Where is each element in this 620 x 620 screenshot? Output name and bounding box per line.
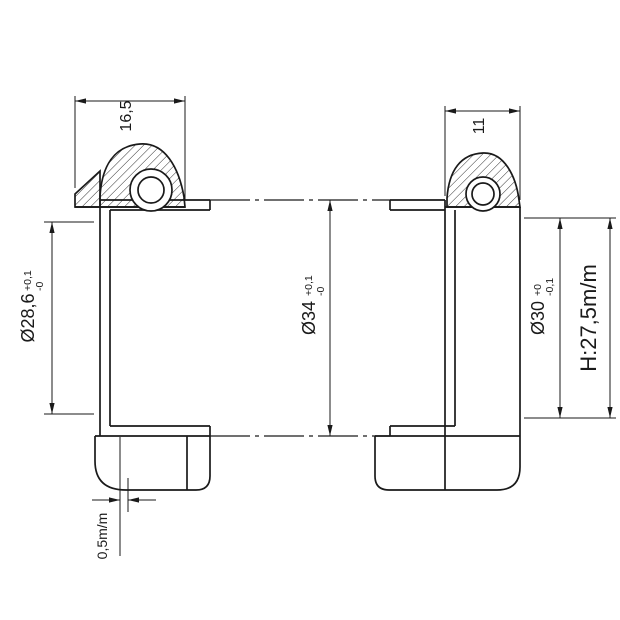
part-section — [74, 143, 521, 491]
head-tube-phantom-lines — [210, 199, 390, 437]
dimension-labels: 16,5 11 Ø28,6 +0,1 -0 Ø34 +0,1 -0 Ø30 +0… — [18, 100, 601, 559]
compression-ring-section — [74, 169, 101, 208]
dimension-lines — [44, 96, 616, 556]
lower-cup-body-lines — [375, 199, 521, 490]
lower-bearing-ball — [471, 182, 495, 206]
dim-steerer-bore-tol-lower: -0 — [34, 282, 46, 291]
dim-press-taper: 0,5m/m — [94, 513, 110, 560]
upper-cup-body-lines — [75, 199, 211, 437]
dim-crown-seat-bore-tol-lower: -0,1 — [544, 278, 556, 296]
dim-steerer-bore-value: Ø28,6 — [18, 293, 38, 342]
dim-crown-seat-bore-tol-upper: +0 — [532, 284, 544, 296]
dim-head-tube-bore-tol-lower: -0 — [315, 287, 327, 296]
dim-head-tube-bore-value: Ø34 — [299, 301, 319, 335]
dim-head-tube-bore: Ø34 +0,1 -0 — [299, 275, 327, 335]
dim-crown-seat-bore-value: Ø30 — [528, 301, 548, 335]
dim-head-tube-bore-tol-upper: +0,1 — [303, 275, 315, 296]
cup-exterior-lower-halves — [94, 436, 521, 491]
dim-steerer-bore-tol-upper: +0,1 — [22, 270, 34, 291]
dim-lower-cup-width: 11 — [471, 118, 488, 135]
dim-stack-height: H:27,5m/m — [576, 264, 601, 372]
dim-steerer-bore: Ø28,6 +0,1 -0 — [18, 270, 46, 342]
upper-bearing-ball — [137, 176, 165, 204]
dim-upper-cup-width: 16,5 — [118, 100, 135, 131]
dim-crown-seat-bore: Ø30 +0 -0,1 — [528, 278, 556, 335]
